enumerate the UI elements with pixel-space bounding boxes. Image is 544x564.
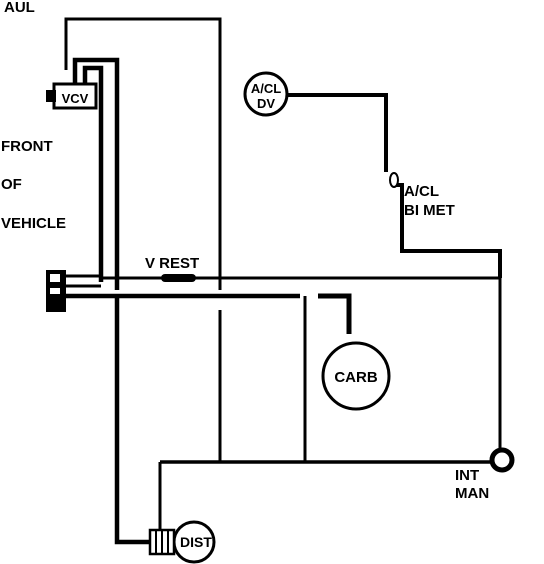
aul-hose [64,17,222,290]
acl-bimet-sensor [389,172,399,188]
int-man-label-line1: INT [455,467,480,484]
vcv-label: VCV [62,91,89,106]
diagram-title: AUL [4,0,35,16]
acl-dv-label-line2: DV [257,96,275,111]
intake-manifold-port [489,447,515,473]
dist-label: DIST [180,534,212,550]
acl-dv-hose [287,93,388,172]
acl-bimet-label-line1: A/CL [404,183,439,200]
vcv-hose-outer [72,57,120,290]
carb-hose [318,293,352,334]
front-connector [46,270,66,312]
int-man-label-line2: MAN [455,485,490,502]
acl-dv-valve: A/CL DV [243,71,289,117]
v-rest-hose [101,276,502,448]
acl-dv-label-line1: A/CL [251,81,281,96]
acl-bimet-hose [396,183,502,278]
vcv-hose-inner [82,65,104,282]
acl-bimet-label-line2: BI MET [404,202,455,219]
carb-label: CARB [334,369,377,386]
distributor: DIST [148,520,216,564]
dist-hose-outer [114,296,155,545]
carburetor: CARB [321,341,391,411]
vcv-valve: VCV [46,82,98,110]
v-rest-label: V REST [145,255,200,272]
